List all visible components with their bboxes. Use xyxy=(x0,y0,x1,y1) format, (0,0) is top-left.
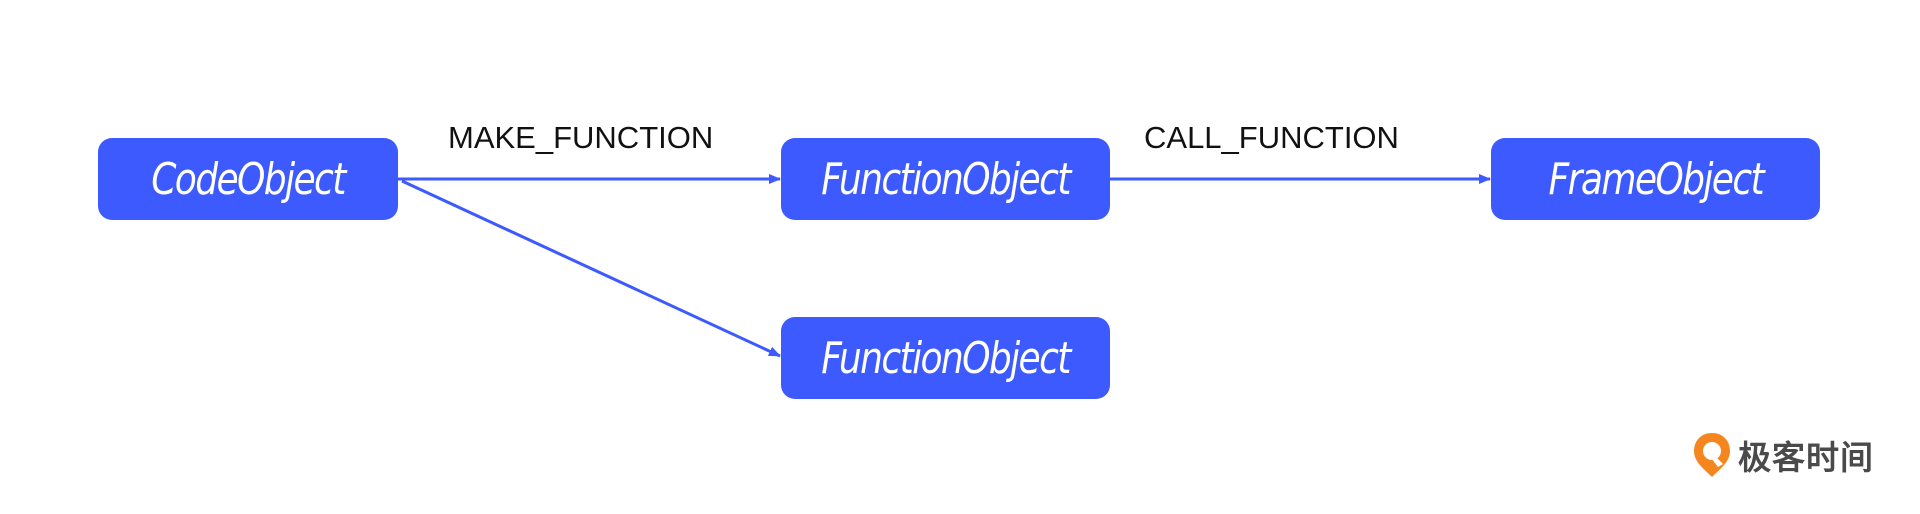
node-code-object: CodeObject xyxy=(98,138,398,220)
edge-code-to-function-bottom xyxy=(401,179,781,358)
brand-watermark: 极客时间 xyxy=(1692,430,1874,480)
brand-name: 极客时间 xyxy=(1738,438,1874,477)
node-function-object-bottom-label: FunctionObject xyxy=(821,332,1071,384)
geektime-logo-icon xyxy=(1694,433,1730,477)
node-frame-object: FrameObject xyxy=(1491,138,1820,220)
node-frame-object-label: FrameObject xyxy=(1548,153,1764,205)
node-code-object-label: CodeObject xyxy=(151,153,346,205)
node-function-object-top-label: FunctionObject xyxy=(821,153,1071,205)
edge-label-call-function: CALL_FUNCTION xyxy=(1144,120,1399,155)
node-function-object-top: FunctionObject xyxy=(781,138,1110,220)
edge-label-make-function: MAKE_FUNCTION xyxy=(448,120,714,155)
node-function-object-bottom: FunctionObject xyxy=(781,317,1110,399)
